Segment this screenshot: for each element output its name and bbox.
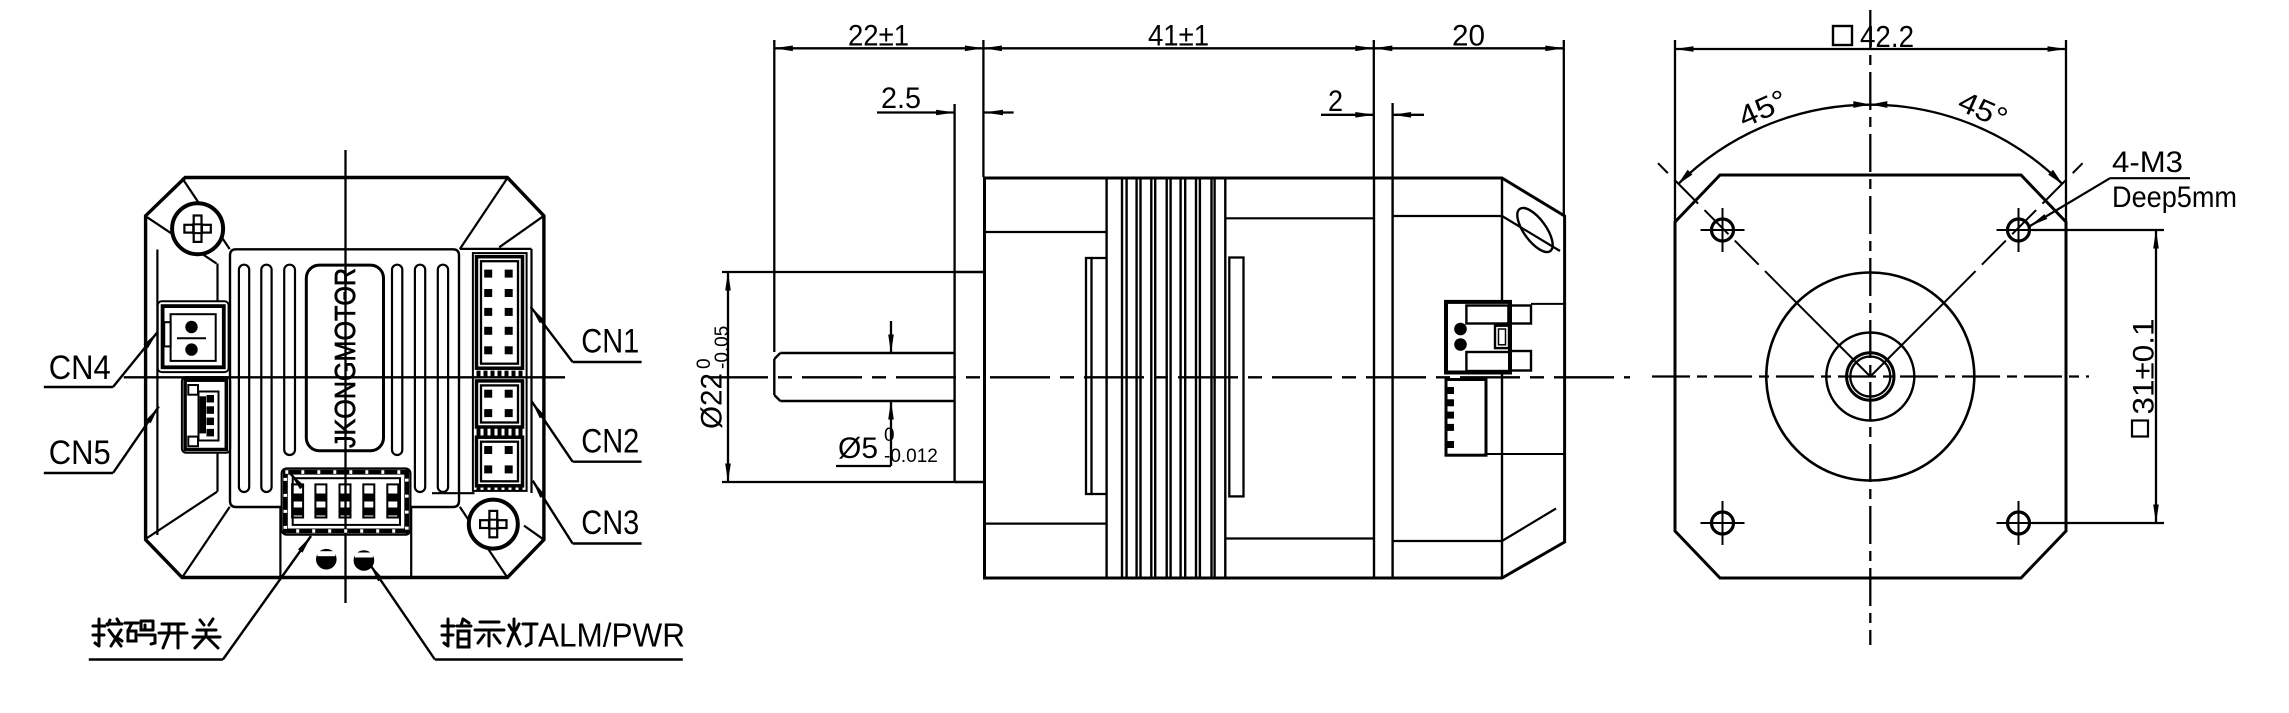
svg-text:20: 20 [1452,20,1485,53]
svg-text:2.5: 2.5 [881,82,921,115]
svg-text:-0.05: -0.05 [712,326,733,369]
svg-text:4-M3: 4-M3 [2112,146,2183,179]
svg-text:Ø5: Ø5 [838,432,878,465]
svg-text:JKONGMOTΘR: JKONGMOTΘR [330,268,362,448]
svg-text:ALM/PWR: ALM/PWR [538,617,685,654]
svg-text:Deep5mm: Deep5mm [2112,181,2237,214]
svg-text:42.2: 42.2 [1860,19,1914,54]
svg-text:Ø22: Ø22 [696,373,729,429]
svg-text:0: 0 [694,358,715,369]
svg-text:CN4: CN4 [49,349,111,387]
svg-text:41±1: 41±1 [1148,20,1209,53]
svg-text:2: 2 [1328,85,1343,118]
svg-text:31±0.1: 31±0.1 [2128,319,2161,415]
svg-text:22±1: 22±1 [848,20,909,53]
svg-text:CN5: CN5 [49,434,111,472]
svg-text:0: 0 [884,425,895,446]
svg-text:CN2: CN2 [581,422,639,460]
svg-text:CN3: CN3 [581,504,639,542]
svg-text:-0.012: -0.012 [884,446,938,467]
svg-text:CN1: CN1 [581,323,639,361]
